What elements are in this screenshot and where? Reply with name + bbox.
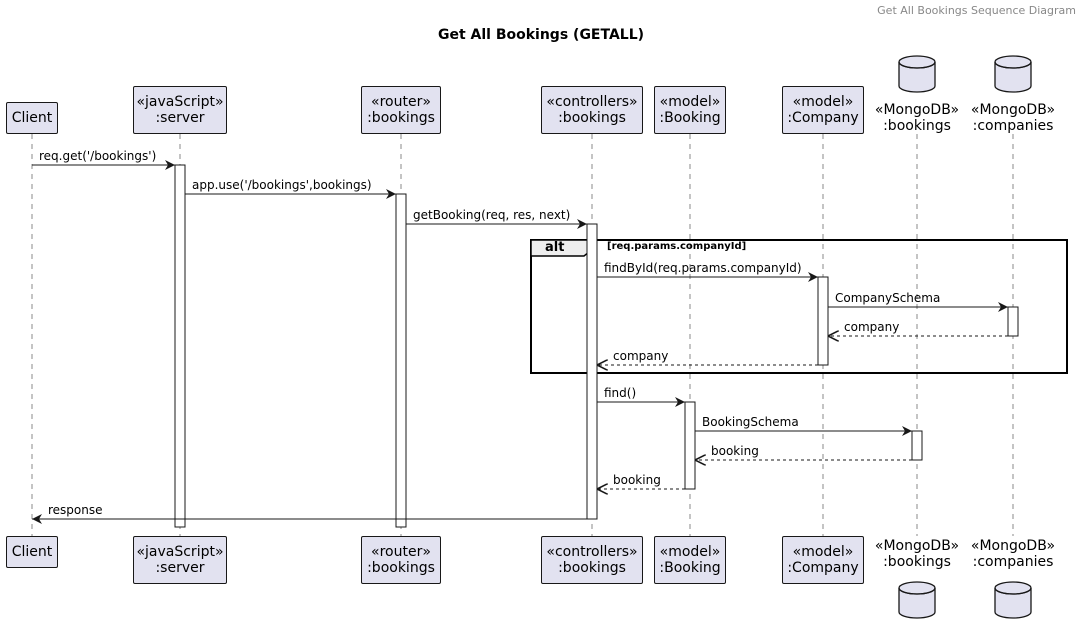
participant-name: Client <box>11 110 53 126</box>
participant-bottom-5: «model»:Company <box>782 536 864 584</box>
participant-name: :Booking <box>659 110 721 126</box>
activation-bar-0 <box>174 164 186 528</box>
participant-bottom-4: «model»:Booking <box>654 536 726 584</box>
alt-fragment-guard: [req.params.companyId] <box>607 241 747 252</box>
participant-name: :bookings <box>883 554 951 570</box>
participant-top-1: «javaScript»:server <box>133 86 227 134</box>
activation-bar-2 <box>586 223 598 520</box>
participant-stereotype: «model» <box>659 94 721 110</box>
participant-bottom-2: «router»:bookings <box>361 536 441 584</box>
message-label-9: booking <box>711 444 759 458</box>
message-label-3: findById(req.params.companyId) <box>604 261 802 275</box>
participant-stereotype: «model» <box>792 94 854 110</box>
participant-bottom-7: «MongoDB»:companies <box>963 538 1063 570</box>
participant-top-0: Client <box>6 102 58 134</box>
participant-stereotype: «router» <box>371 94 431 110</box>
participant-name: :Company <box>787 110 859 126</box>
alt-fragment-label: alt <box>545 240 565 255</box>
participant-name: :bookings <box>367 110 435 126</box>
activation-bar-4 <box>1007 306 1019 337</box>
bottom-database-icon-7 <box>994 581 1032 619</box>
participant-stereotype: «controllers» <box>546 544 638 560</box>
participant-name: :server <box>155 560 205 576</box>
message-label-5: company <box>844 320 900 334</box>
diagram-header-note: Get All Bookings Sequence Diagram <box>877 4 1076 17</box>
participant-bottom-3: «controllers»:bookings <box>541 536 643 584</box>
message-label-0: req.get('/bookings') <box>39 149 157 163</box>
participant-bottom-1: «javaScript»:server <box>133 536 227 584</box>
participant-name: :bookings <box>883 118 951 134</box>
participant-bottom-6: «MongoDB»:bookings <box>867 538 967 570</box>
participant-stereotype: «javaScript» <box>136 544 224 560</box>
participant-name: :bookings <box>558 560 626 576</box>
participant-stereotype: «MongoDB» <box>970 102 1056 118</box>
participant-bottom-0: Client <box>6 536 58 568</box>
diagram-title: Get All Bookings (GETALL) <box>437 27 645 43</box>
activation-bar-5 <box>684 401 696 490</box>
activation-bar-3 <box>817 276 829 366</box>
participant-top-5: «model»:Company <box>782 86 864 134</box>
bottom-database-icon-6 <box>898 581 936 619</box>
participant-name: :Booking <box>659 560 721 576</box>
message-label-11: response <box>48 503 103 517</box>
participant-top-4: «model»:Booking <box>654 86 726 134</box>
participant-stereotype: «router» <box>371 544 431 560</box>
message-label-4: CompanySchema <box>835 291 941 305</box>
participant-stereotype: «model» <box>659 544 721 560</box>
message-label-1: app.use('/bookings',bookings) <box>192 178 372 192</box>
message-label-10: booking <box>613 473 661 487</box>
participant-name: :server <box>155 110 205 126</box>
participant-top-3: «controllers»:bookings <box>541 86 643 134</box>
participant-top-7: «MongoDB»:companies <box>963 102 1063 134</box>
top-database-icon-6 <box>898 55 936 93</box>
alt-fragment-box <box>530 239 1068 374</box>
participant-stereotype: «controllers» <box>546 94 638 110</box>
message-label-7: find() <box>604 386 637 400</box>
message-label-6: company <box>613 349 669 363</box>
message-label-8: BookingSchema <box>702 415 799 429</box>
top-database-icon-7 <box>994 55 1032 93</box>
participant-name: :companies <box>972 118 1054 134</box>
participant-name: :bookings <box>367 560 435 576</box>
participant-name: :Company <box>787 560 859 576</box>
activation-bar-1 <box>395 193 407 528</box>
participant-name: Client <box>11 544 53 560</box>
message-label-2: getBooking(req, res, next) <box>413 208 571 222</box>
participant-name: :companies <box>972 554 1054 570</box>
participant-stereotype: «javaScript» <box>136 94 224 110</box>
participant-top-2: «router»:bookings <box>361 86 441 134</box>
participant-stereotype: «MongoDB» <box>874 538 960 554</box>
activation-bar-6 <box>911 430 923 461</box>
participant-stereotype: «model» <box>792 544 854 560</box>
participant-stereotype: «MongoDB» <box>874 102 960 118</box>
participant-name: :bookings <box>558 110 626 126</box>
participant-top-6: «MongoDB»:bookings <box>867 102 967 134</box>
participant-stereotype: «MongoDB» <box>970 538 1056 554</box>
